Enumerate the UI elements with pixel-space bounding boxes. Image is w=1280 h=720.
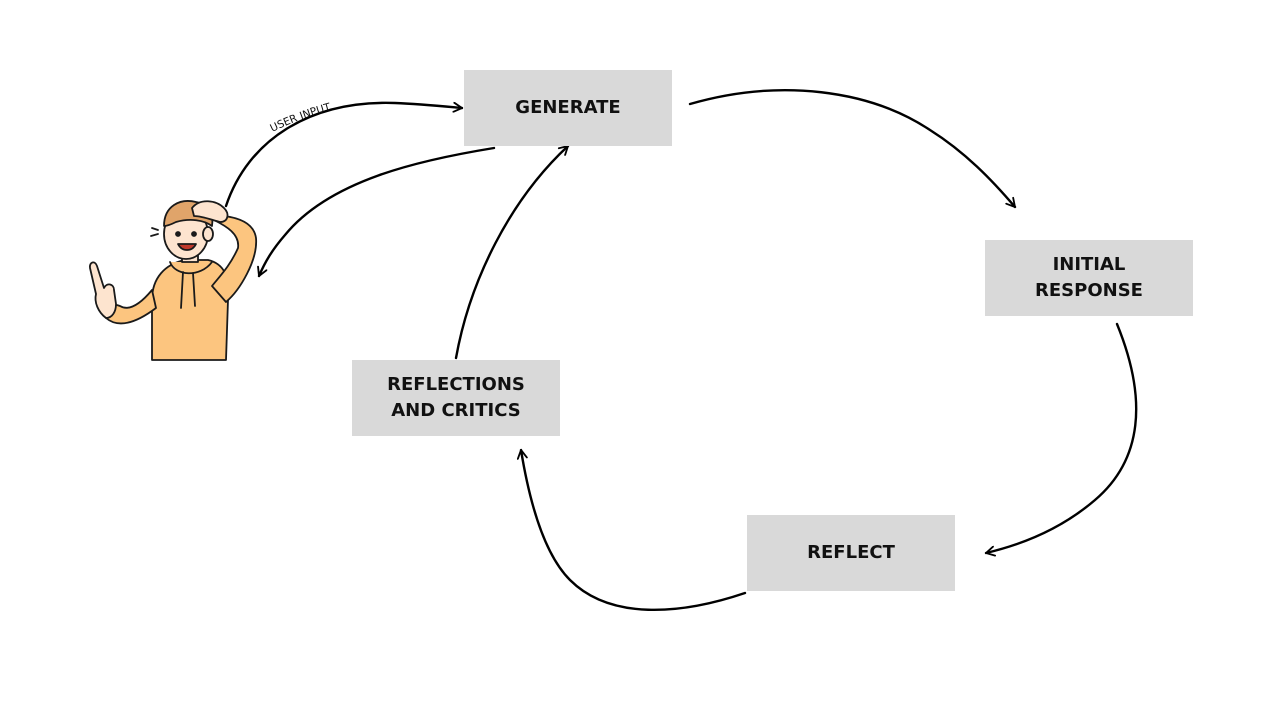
node-reflect: REFLECT [747, 515, 955, 591]
node-initial-response-label: INITIAL RESPONSE [1035, 254, 1143, 301]
node-generate: GENERATE [464, 70, 672, 146]
edge-generate-to-user [257, 146, 496, 278]
edge-reflections-to-generate [454, 144, 570, 360]
edge-reflect-to-reflections [516, 448, 747, 611]
node-reflections-label: REFLECTIONS AND CRITICS [387, 374, 525, 421]
edge-label-user-input: USER INPUT [268, 101, 332, 135]
node-initial-response: INITIAL RESPONSE [985, 240, 1193, 316]
edge-generate-to-initial-response [688, 89, 1017, 209]
node-generate-label: GENERATE [515, 97, 621, 118]
node-reflect-label: REFLECT [807, 542, 895, 563]
edge-initial-response-to-reflect [984, 322, 1138, 557]
person-icon [89, 200, 257, 361]
node-reflections-and-critics: REFLECTIONS AND CRITICS [352, 360, 560, 436]
